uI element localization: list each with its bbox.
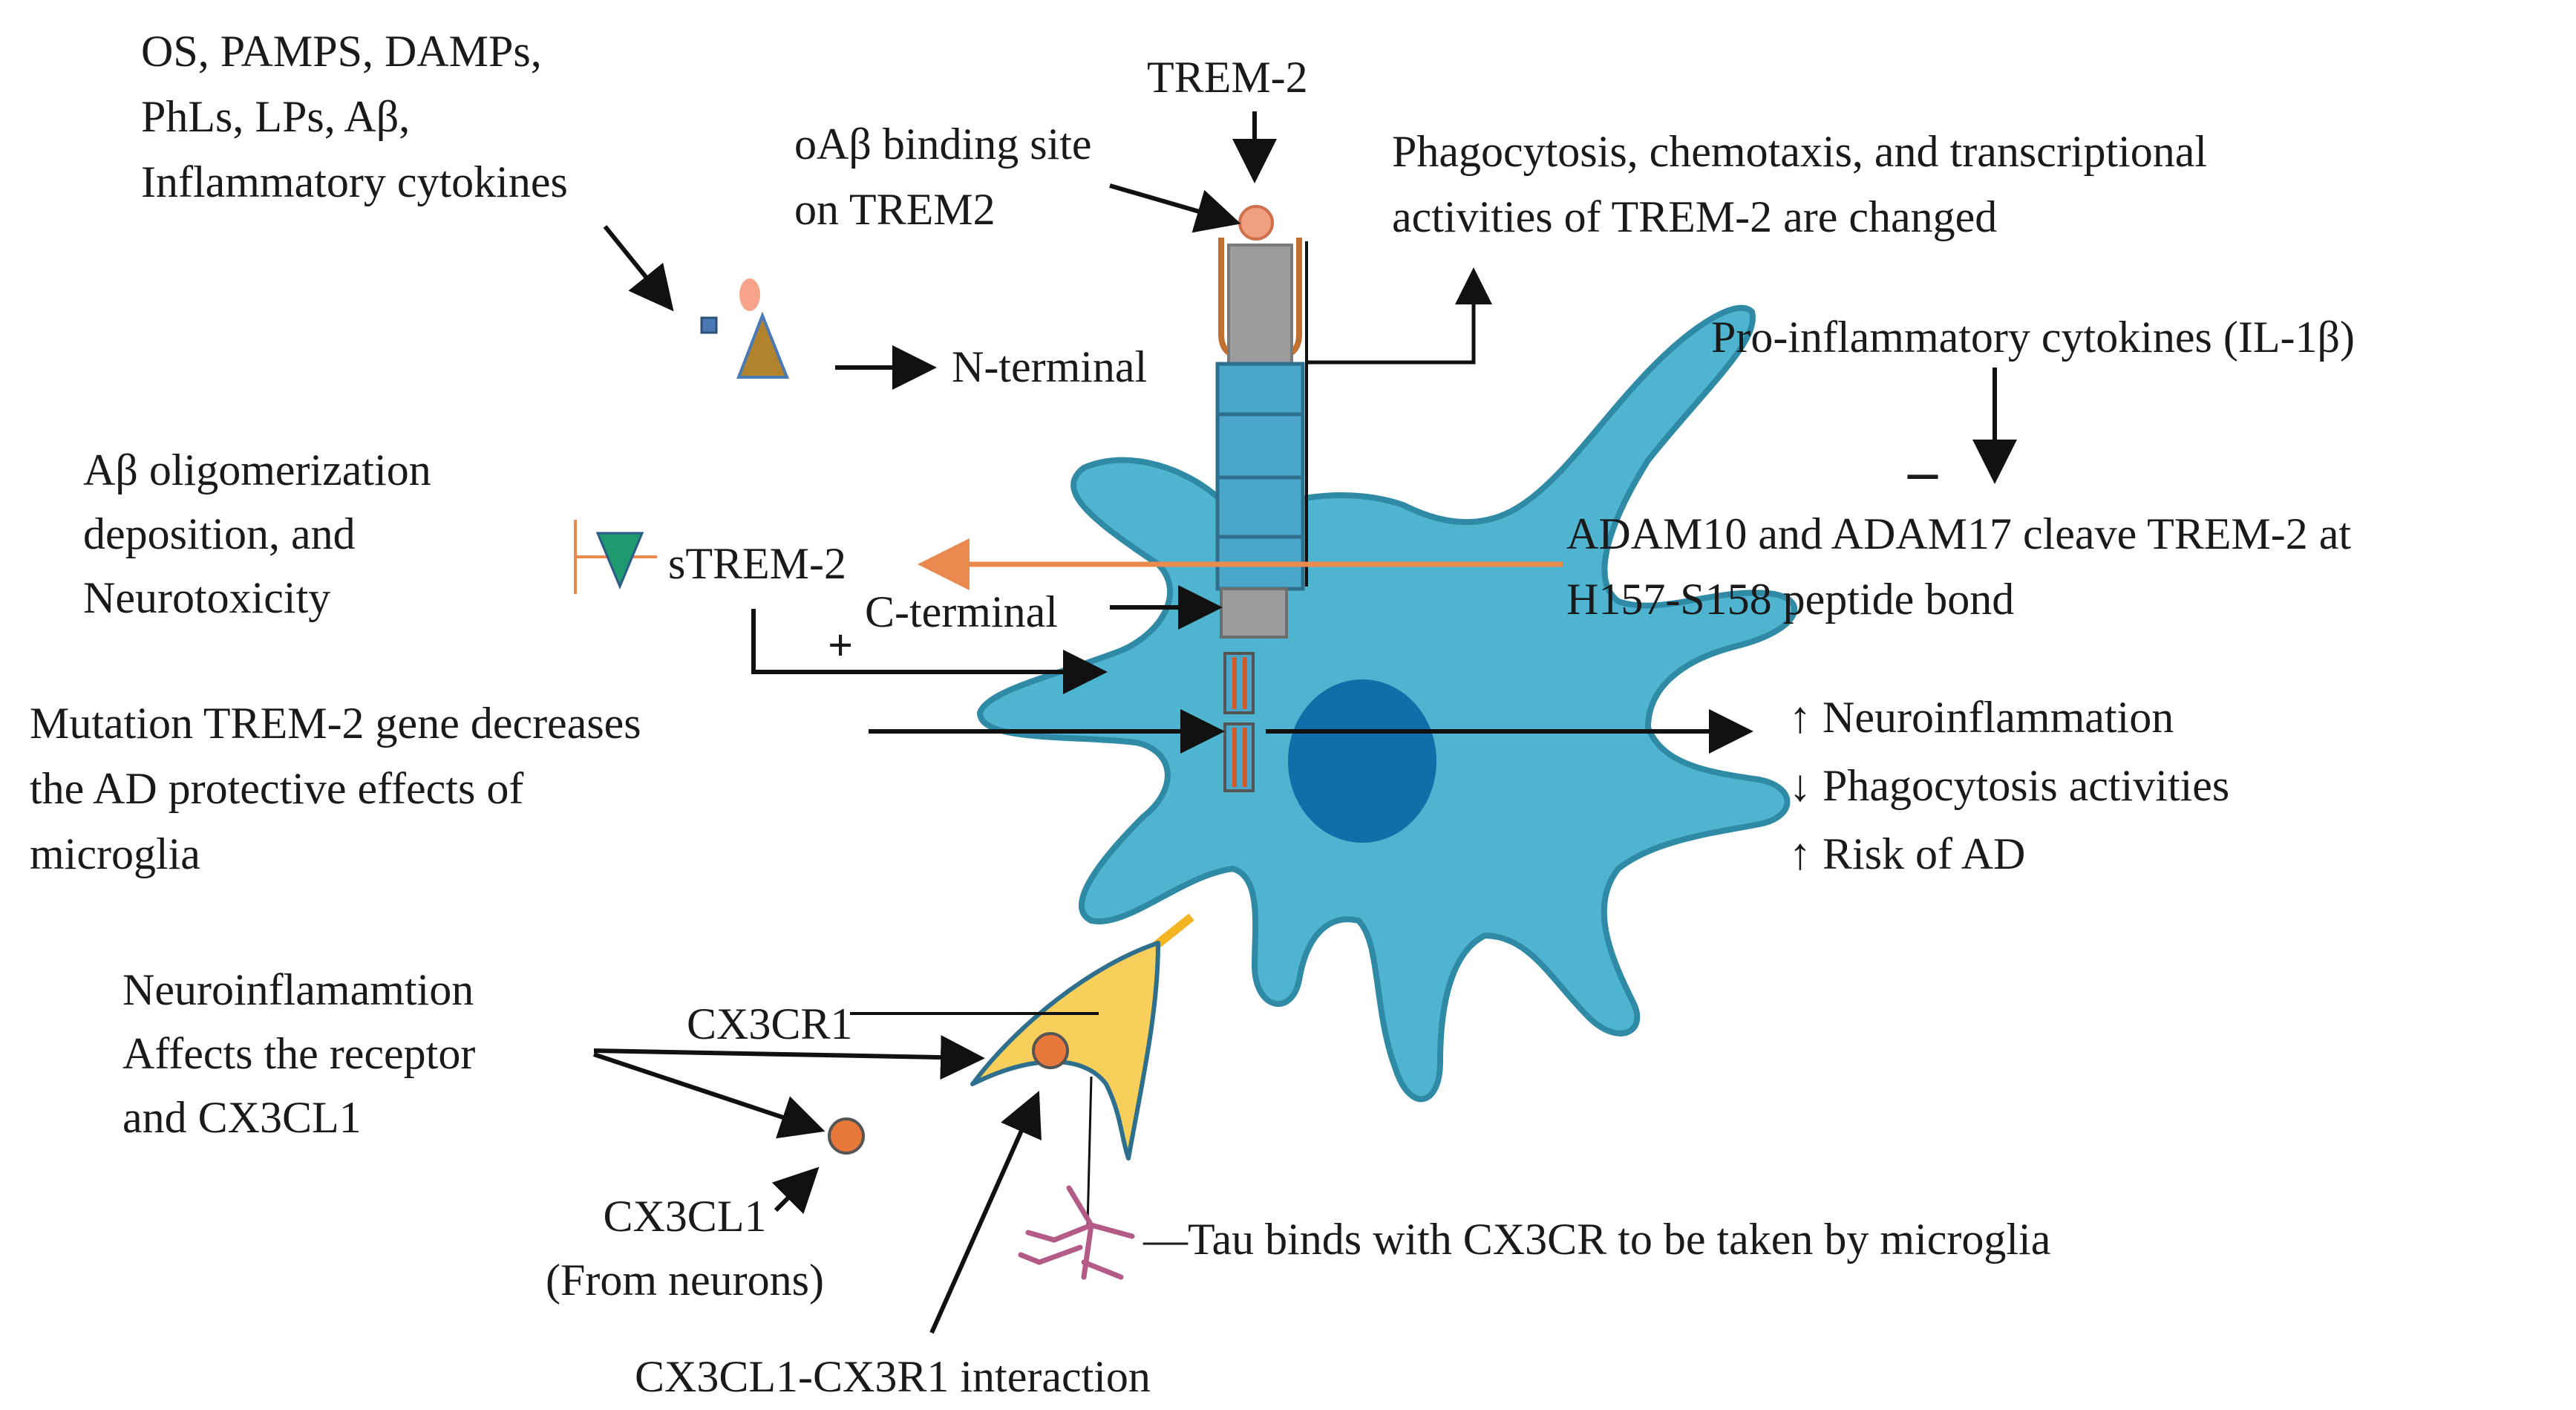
trem2-label: TREM-2 [1147, 53, 1308, 102]
receptor-domain-3 [1215, 475, 1305, 539]
cx3cr1-label: CX3CR1 [687, 999, 853, 1048]
neuroinflammation-label: Neuroinflamamtion Affects the receptor a… [122, 965, 476, 1142]
receptor-c-terminal-box [1220, 587, 1288, 639]
arrow-triggers [603, 225, 674, 312]
nucleus [1288, 679, 1436, 843]
outcome-phagocytosis: ↓ Phagocytosis activities [1789, 761, 2230, 810]
receptor-stalk [1227, 244, 1293, 365]
arrow-oab-site [1109, 183, 1241, 233]
oab-binding-site-label: oAβ binding site on TREM2 [794, 120, 1092, 234]
arrow-strem2-feedback [751, 609, 1108, 694]
n-terminal-label: N-terminal [952, 342, 1148, 391]
arrow-neuroinflam-receptor [593, 1035, 985, 1080]
arrow-neuroinflam-ligand [593, 1052, 826, 1139]
adam-cleavage-label: ADAM10 and ADAM17 cleave TREM-2 at H157-… [1566, 509, 2352, 624]
arrow-interaction [929, 1091, 1042, 1334]
strem2-triangle [595, 532, 644, 590]
arrow-cx3cl1 [771, 1166, 820, 1215]
oab-binding-site [1238, 205, 1274, 241]
tau-protein [1018, 1185, 1135, 1280]
trigger-square [700, 316, 718, 334]
outcome-neuroinflammation: ↑ Neuroinflammation [1789, 693, 2174, 742]
c-terminal-label: C-terminal [865, 587, 1058, 636]
arrow-phago-change [1307, 267, 1492, 365]
cx3cl1-free [828, 1117, 865, 1155]
tau-binding-label: —Tau binds with CX3CR to be taken by mic… [1143, 1215, 2051, 1264]
outcomes-list: ↑ Neuroinflammation ↓ Phagocytosis activ… [1789, 683, 2229, 888]
pro-inflammatory-label: Pro-inflammatory cytokines (IL-1β) [1711, 313, 2355, 362]
membrane-segment-2 [1223, 722, 1255, 792]
cx3cr1-anchor [1151, 913, 1194, 950]
receptor-domain-1 [1215, 362, 1305, 417]
membrane-segment-1 [1223, 652, 1255, 714]
phagocytosis-change-label: Phagocytosis, chemotaxis, and transcript… [1392, 127, 2208, 241]
trigger-factors-label: OS, PAMPS, DAMPs, PhLs, LPs, Aβ, Inflamm… [141, 27, 568, 206]
trem2-receptor [1215, 205, 1308, 792]
receptor-domain-2 [1215, 412, 1305, 480]
plus-sign: + [828, 621, 854, 670]
trigger-triangle [736, 311, 789, 379]
cx3cl1-bound [1032, 1032, 1069, 1069]
mutation-label: Mutation TREM-2 gene decreases the AD pr… [30, 699, 641, 878]
minus-sign: – [1908, 439, 1938, 504]
strem2-label: sTREM-2 [668, 539, 846, 588]
outcome-risk-ad: ↑ Risk of AD [1789, 829, 2026, 878]
interaction-label: CX3CL1-CX3R1 interaction [635, 1352, 1151, 1401]
cx3cl1-label: CX3CL1 (From neurons) [546, 1192, 824, 1305]
trigger-oval [739, 278, 760, 311]
tau-pointer [1086, 1076, 1093, 1226]
ab-oligomerization-label: Aβ oligomerization deposition, and Neuro… [83, 445, 431, 622]
